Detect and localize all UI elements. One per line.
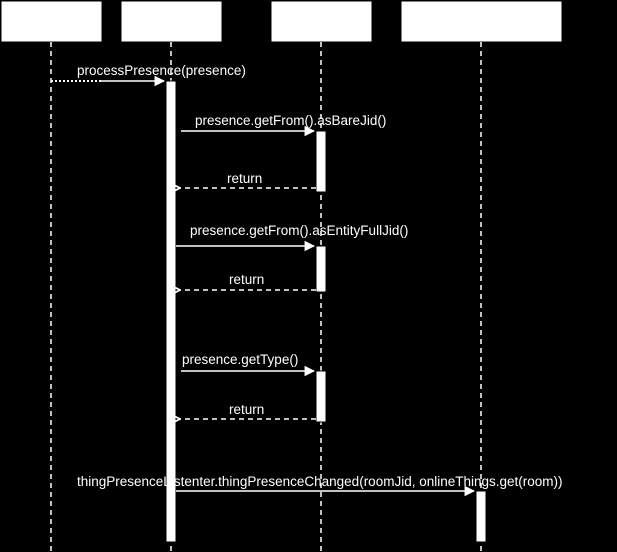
return-label-1: return [227,171,262,186]
participant-box-3 [270,0,373,43]
participant-box-2 [120,0,223,43]
message-label-get-from-bare: presence.getFrom().asBareJid() [195,113,386,128]
return-label-3: return [229,402,264,417]
activation-bar-listener [475,490,487,543]
return-label-2: return [229,272,264,287]
participant-box-1 [0,0,103,43]
activation-bar-getfrom-full [315,245,327,293]
message-label-thing-presence-changed: thingPresenceListenter.thingPresenceChan… [77,474,563,489]
message-label-process-presence: processPresence(presence) [77,63,246,78]
message-label-get-type: presence.getType() [182,352,298,367]
activation-bar-main [165,80,177,543]
activation-bar-gettype [315,370,327,423]
activation-bar-getfrom-bare [315,130,327,193]
message-label-get-from-full: presence.getFrom().asEntityFullJid() [190,223,408,238]
participant-box-4 [400,0,563,43]
